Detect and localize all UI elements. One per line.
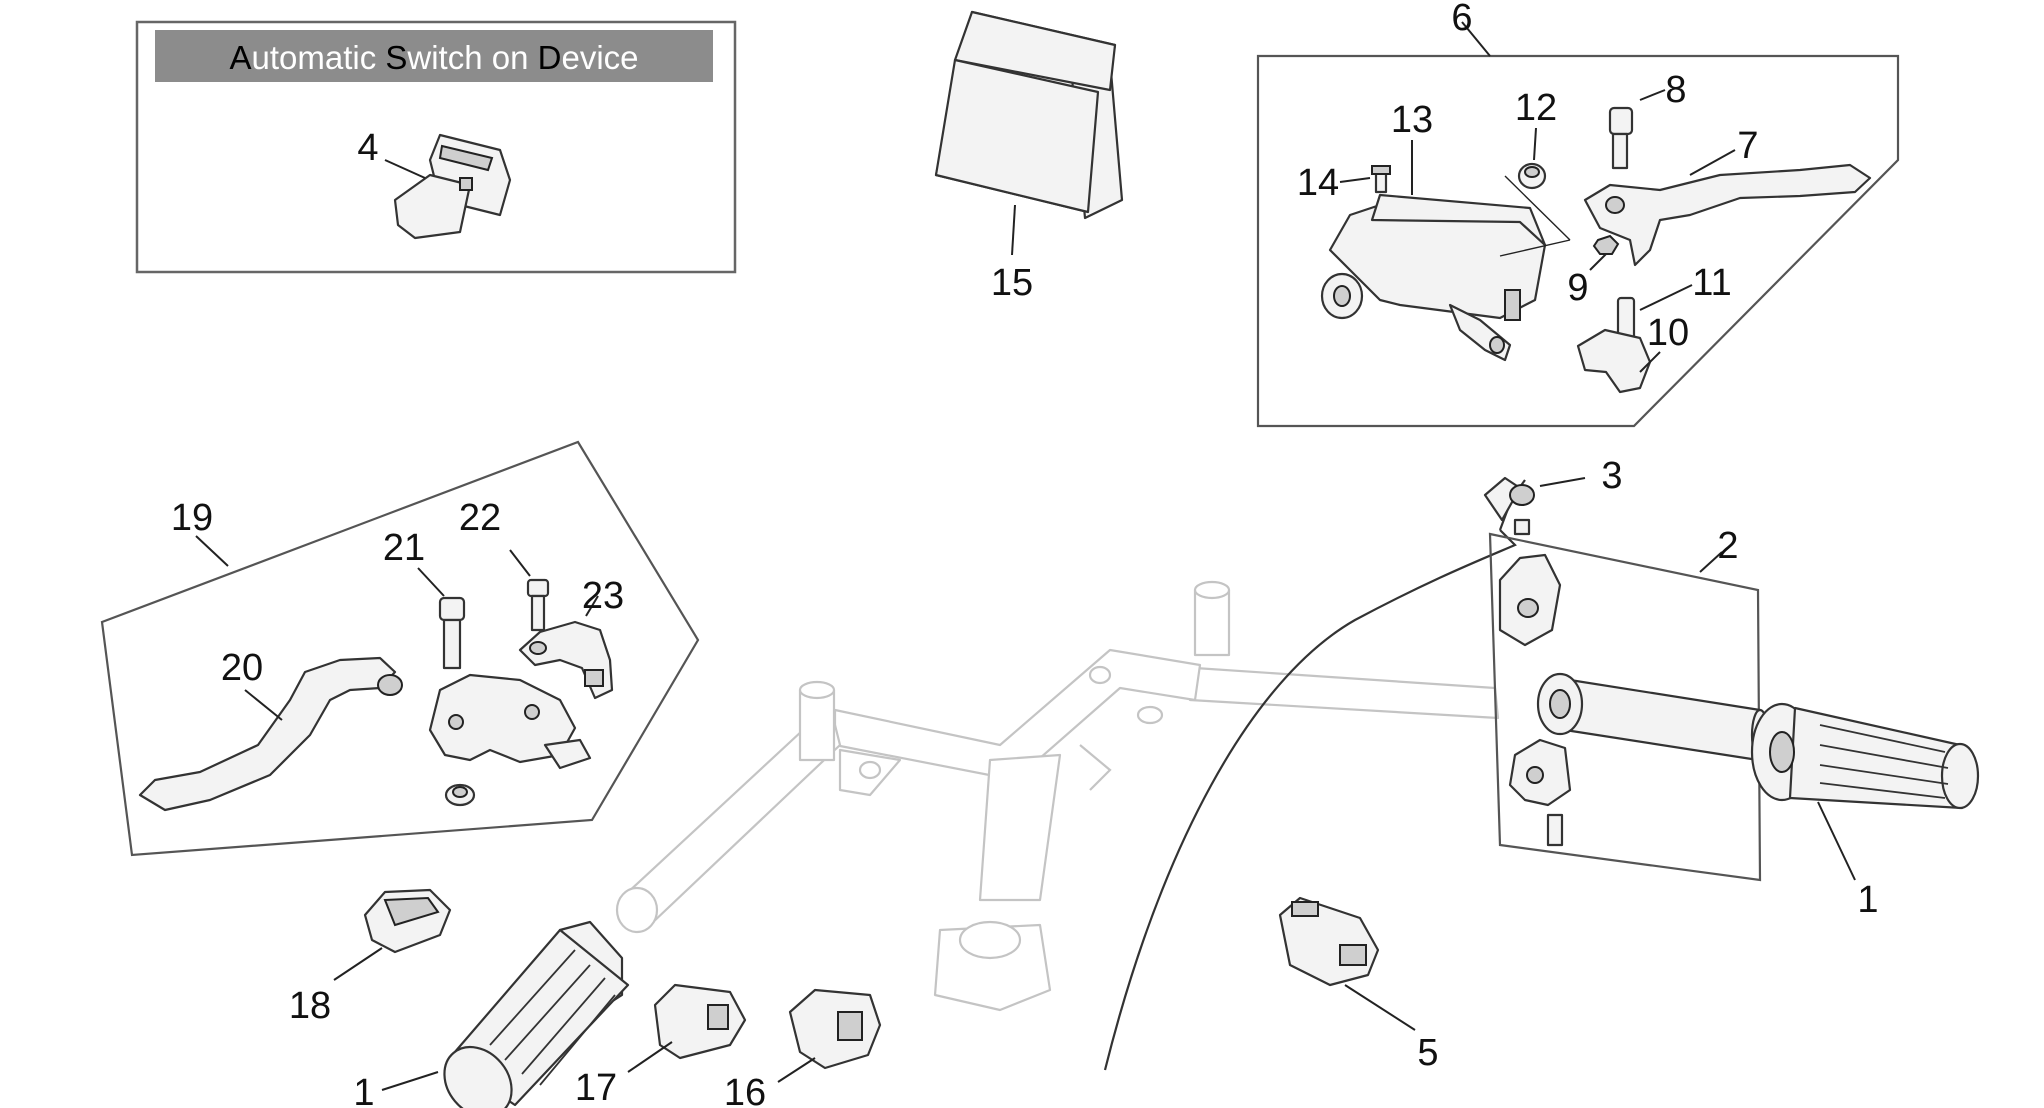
part-3-cable-adjuster xyxy=(1483,476,1535,536)
inset-automatic-switch: Automatic Switch on Device 4 xyxy=(135,20,737,274)
part-20-clutch-lever xyxy=(138,656,403,812)
callout-6: 6 xyxy=(1451,0,1472,39)
group-6-frame xyxy=(1256,21,1900,428)
inset-title-initial: S xyxy=(385,39,407,76)
group-2-frame xyxy=(1488,532,1762,882)
callout-22: 22 xyxy=(459,497,501,539)
part-17-switch xyxy=(653,983,747,1060)
part-23-clamp xyxy=(518,620,614,700)
callout-23: 23 xyxy=(582,575,624,617)
part-lever-bracket xyxy=(428,673,592,770)
part-16-switch xyxy=(788,988,882,1070)
part-throttle-tube xyxy=(1536,672,1770,762)
group-19-frame xyxy=(100,440,700,857)
inset-title-bar xyxy=(155,30,713,82)
part-1-left-grip xyxy=(443,920,630,1108)
inset-title-segment: evice xyxy=(561,39,638,76)
callout-13: 13 xyxy=(1391,99,1433,141)
callout-11: 11 xyxy=(1692,262,1731,304)
callout-19: 19 xyxy=(171,497,213,539)
part-13-master-cylinder xyxy=(1320,193,1547,362)
part-18-switch xyxy=(363,888,452,954)
callout-3: 3 xyxy=(1601,455,1622,497)
part-15-manual xyxy=(934,10,1124,220)
handlebar-ghost xyxy=(615,580,1500,1012)
callout-10: 10 xyxy=(1647,312,1689,354)
callout-8: 8 xyxy=(1665,69,1686,111)
callout-16: 16 xyxy=(724,1072,766,1108)
part-12-cap xyxy=(1517,162,1547,190)
callout-20: 20 xyxy=(221,647,263,689)
part-9-nut xyxy=(1592,234,1620,255)
part-washer xyxy=(444,783,476,807)
part-8-bolt xyxy=(1608,106,1634,170)
part-21-bolt xyxy=(438,596,466,670)
inset-title-initial: D xyxy=(538,39,562,76)
callout-18: 18 xyxy=(289,985,331,1027)
callout-14: 14 xyxy=(1297,162,1339,204)
part-10-clamp xyxy=(1576,328,1652,394)
callout-17: 17 xyxy=(575,1067,617,1108)
part-7-brake-lever xyxy=(1583,163,1872,267)
part-14-screw xyxy=(1371,165,1391,194)
callout-12: 12 xyxy=(1515,87,1557,129)
part-throttle-housing-upper xyxy=(1498,553,1562,647)
inset-title-segment: witch on xyxy=(406,39,537,76)
part-throttle-housing-lower xyxy=(1508,738,1572,847)
callout-1-left: 1 xyxy=(353,1072,374,1108)
inset-title-initial: A xyxy=(229,39,251,76)
inset-title: Automatic Switch on Device xyxy=(229,39,638,76)
callout-9: 9 xyxy=(1567,267,1588,309)
callout-15: 15 xyxy=(991,262,1033,304)
callout-21: 21 xyxy=(383,527,425,569)
part-5-switch xyxy=(1278,896,1380,987)
part-1-right-grip xyxy=(1750,702,1980,810)
part-22-screw xyxy=(526,578,550,632)
throttle-cable xyxy=(1103,529,1517,1071)
inset-title-segment: utomatic xyxy=(251,39,385,76)
callout-4: 4 xyxy=(357,127,378,169)
callout-2: 2 xyxy=(1717,525,1738,567)
part-4-switch-device xyxy=(393,133,512,240)
callout-5: 5 xyxy=(1417,1032,1438,1074)
callout-7: 7 xyxy=(1737,125,1758,167)
callout-1-right: 1 xyxy=(1857,879,1878,921)
